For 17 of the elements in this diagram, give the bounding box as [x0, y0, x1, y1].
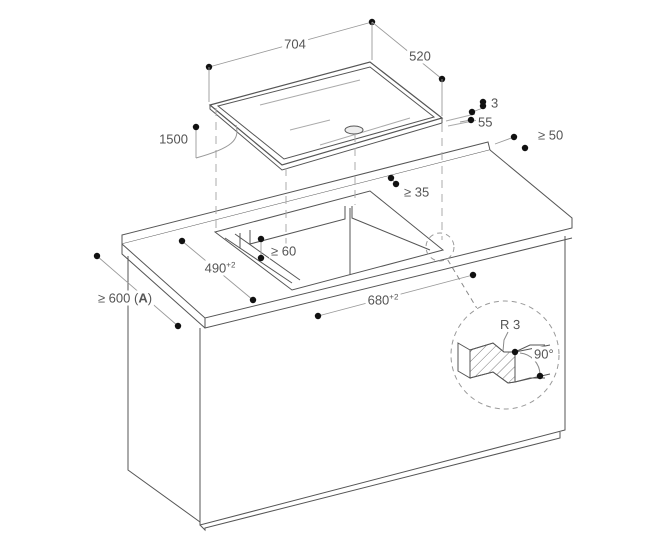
- dimension-label: 490$^{+2}$: [202, 260, 238, 276]
- dimension-label: 3: [489, 96, 500, 110]
- dimension-label: 680$^{+2}$: [366, 292, 400, 308]
- leader-line: [502, 332, 508, 352]
- dimension-label: ≥ 60: [269, 244, 298, 258]
- dimension-label: ≥ 600 (A): [96, 290, 154, 306]
- dimension-label: 55: [476, 114, 494, 130]
- detail-circle: [450, 300, 560, 410]
- connector-line: [447, 259, 478, 308]
- dimension-label: 1500: [157, 132, 190, 146]
- dimension-label: 90°: [532, 346, 556, 362]
- radius-label: R 3: [500, 318, 520, 331]
- dimension-label: 704: [282, 36, 308, 52]
- dimension-label: ≥ 50: [536, 128, 566, 142]
- dimension-label: ≥ 35: [402, 184, 432, 200]
- dimension-label: 520: [407, 48, 433, 64]
- detail-circle: [425, 232, 455, 262]
